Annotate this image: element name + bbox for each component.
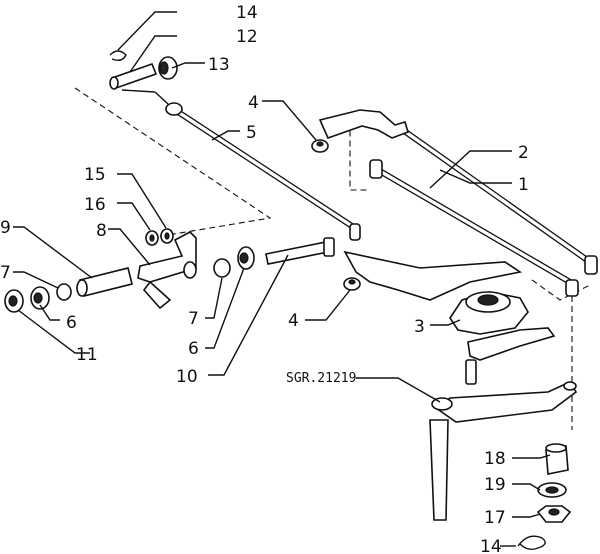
part-7-bushing-right — [213, 258, 231, 278]
upper-lever-bracket — [318, 109, 409, 140]
part-14-clip-top — [109, 50, 127, 62]
part-16-washer — [145, 230, 159, 246]
main-column-arm — [429, 380, 578, 521]
part-1-link-rod — [397, 125, 598, 275]
callout-labels: 14 12 13 4 5 2 1 15 16 9 8 7 6 11 7 6 10… — [0, 3, 529, 554]
part-2-link-rod — [369, 159, 579, 297]
part-4-nut-top — [311, 139, 329, 153]
part-7-bushing-left — [56, 283, 72, 301]
part-17-nut — [536, 505, 572, 523]
callout-18: 18 — [484, 449, 506, 469]
callout-16: 16 — [84, 195, 106, 215]
part-3-pivot-housing — [449, 291, 529, 335]
center-mounting-bracket — [343, 250, 523, 301]
part-18-bushing — [545, 443, 569, 475]
part-8-bell-crank — [137, 231, 197, 310]
reference-code: SGR.21219 — [286, 371, 356, 386]
part-14-clip-bottom — [517, 535, 546, 551]
part-13-bushing — [158, 56, 178, 80]
callout-15: 15 — [84, 165, 106, 185]
part-9-sleeve — [76, 267, 133, 297]
steering-arm — [467, 327, 556, 361]
leader-lines — [13, 11, 551, 547]
callout-5: 5 — [246, 123, 257, 143]
callout-7-left: 7 — [0, 263, 11, 283]
part-10-bolt — [265, 237, 335, 265]
part-4-nut-bottom — [343, 277, 361, 291]
part-15-washer — [160, 228, 174, 244]
callout-10: 10 — [176, 367, 198, 387]
arm-pin — [465, 359, 477, 385]
callout-12: 12 — [236, 27, 258, 47]
callout-14-bottom: 14 — [480, 537, 502, 554]
part-5-tie-rod — [165, 102, 361, 241]
callout-4-top: 4 — [248, 93, 259, 113]
callout-3: 3 — [414, 317, 425, 337]
part-6-washer-right — [237, 246, 255, 270]
callout-1: 1 — [518, 175, 529, 195]
part-12-pin — [109, 62, 158, 90]
part-6-washer-left — [30, 286, 50, 310]
callout-9: 9 — [0, 218, 11, 238]
callout-17: 17 — [484, 508, 506, 528]
callout-6-left: 6 — [66, 313, 77, 333]
callout-2: 2 — [518, 143, 529, 163]
callout-19: 19 — [484, 475, 506, 495]
callout-7-right: 7 — [188, 309, 199, 329]
part-11-nut — [4, 289, 24, 313]
callout-14-top: 14 — [236, 3, 258, 23]
callout-6-right: 6 — [188, 339, 199, 359]
callout-4-bottom: 4 — [288, 311, 299, 331]
callout-8: 8 — [96, 221, 107, 241]
callout-11: 11 — [76, 345, 98, 365]
part-19-washer — [537, 482, 567, 498]
callout-13: 13 — [208, 55, 230, 75]
